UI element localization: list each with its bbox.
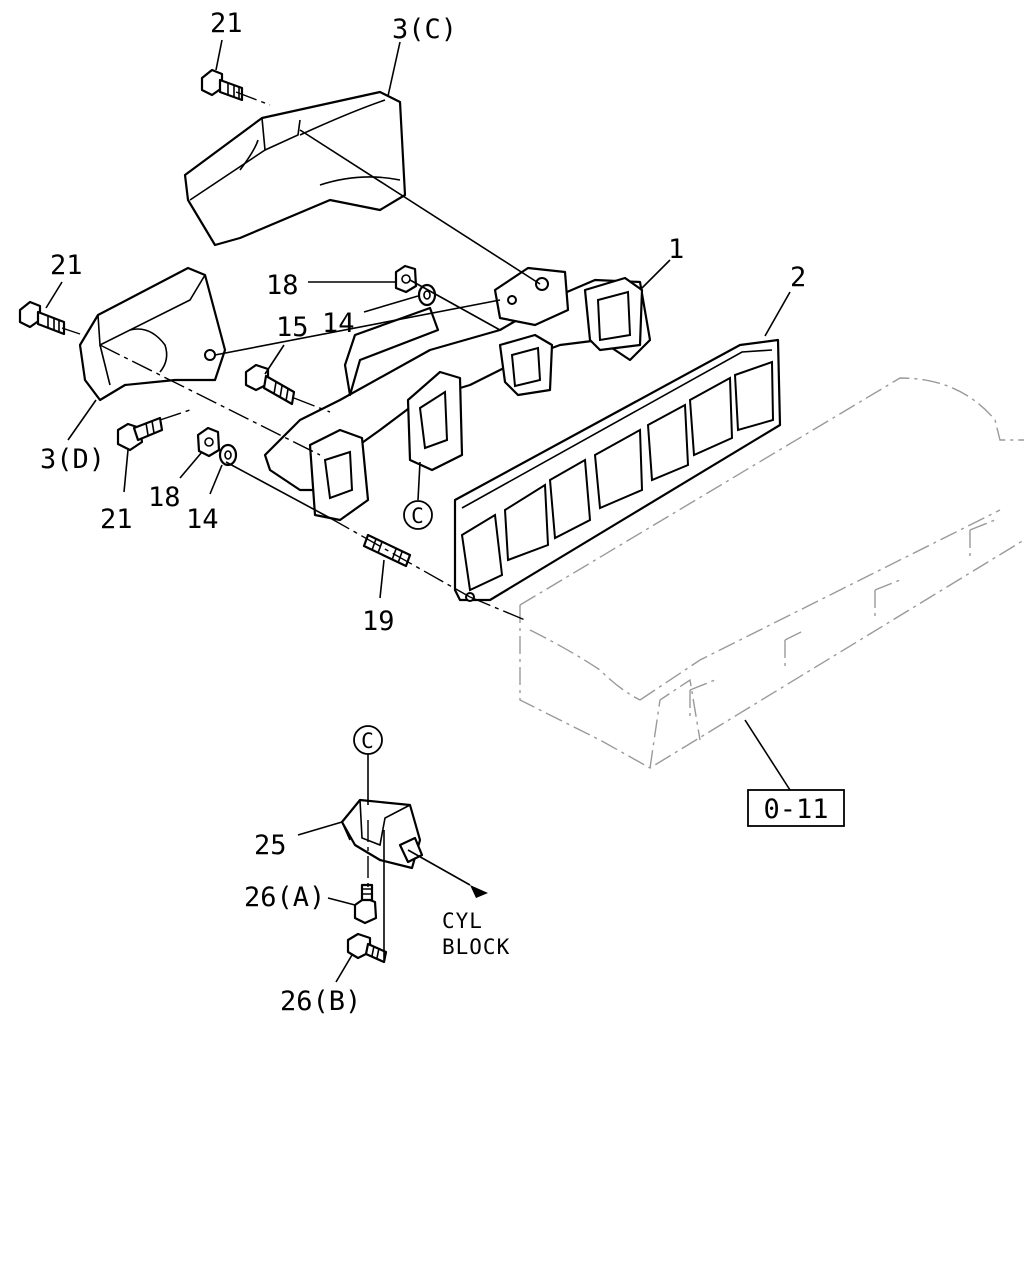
washer-14-top[interactable] — [417, 283, 437, 307]
nut-18-top[interactable] — [394, 264, 418, 294]
callout-19: 19 — [362, 606, 395, 637]
manifold-gasket[interactable] — [453, 338, 782, 602]
bolt-21-left[interactable] — [18, 300, 66, 336]
callout-26b: 26(B) — [280, 986, 361, 1017]
exhaust-manifold[interactable] — [263, 266, 652, 522]
heat-shield-lower[interactable] — [78, 266, 227, 402]
assembly-lines — [61, 91, 541, 960]
circle-ref-c-upper-text: C — [411, 504, 425, 528]
bolt-21-top[interactable] — [200, 68, 244, 102]
bracket-25[interactable] — [340, 798, 424, 870]
direction-note-line2: BLOCK — [442, 935, 510, 959]
callout-labels: 21 3(C) 21 1 2 18 14 15 3(D) 21 18 14 19… — [40, 8, 806, 1017]
callout-21-bottom: 21 — [100, 504, 133, 535]
callout-3c: 3(C) — [392, 14, 457, 45]
callout-3d: 3(D) — [40, 444, 105, 475]
callout-18-top: 18 — [266, 270, 299, 301]
callout-26a: 26(A) — [244, 882, 325, 913]
callout-21-top: 21 — [210, 8, 243, 39]
nut-18-bottom[interactable] — [196, 426, 221, 458]
direction-note: CYL BLOCK — [442, 909, 510, 959]
callout-15: 15 — [276, 312, 309, 343]
callout-1: 1 — [668, 234, 684, 265]
bolt-26b[interactable] — [346, 932, 388, 964]
callout-14-bottom: 14 — [186, 504, 219, 535]
direction-note-line1: CYL — [442, 909, 483, 933]
callout-25: 25 — [254, 830, 287, 861]
bolt-21-bottom[interactable] — [116, 416, 164, 452]
circle-ref-c-upper: C — [403, 500, 433, 530]
callout-18-bottom: 18 — [148, 482, 181, 513]
bolt-26a[interactable] — [353, 883, 378, 925]
washer-14-bottom[interactable] — [218, 443, 238, 467]
reference-box-label: 0-11 — [763, 794, 828, 825]
leader-lines — [45, 39, 791, 983]
direction-arrow — [470, 885, 488, 898]
callout-2: 2 — [790, 262, 806, 293]
manifold-outlet — [493, 266, 570, 327]
shield-bolt-hole — [204, 349, 216, 361]
circle-ref-c-lower-text: C — [361, 729, 375, 753]
bolt-15[interactable] — [244, 363, 296, 406]
cylinder-head-ghost — [519, 377, 1024, 769]
circle-ref-c-lower: C — [353, 725, 383, 755]
callout-21-left: 21 — [50, 250, 83, 281]
reference-box[interactable]: 0-11 — [747, 789, 845, 827]
callout-14-top: 14 — [322, 308, 355, 339]
heat-shield-upper[interactable] — [183, 90, 407, 247]
